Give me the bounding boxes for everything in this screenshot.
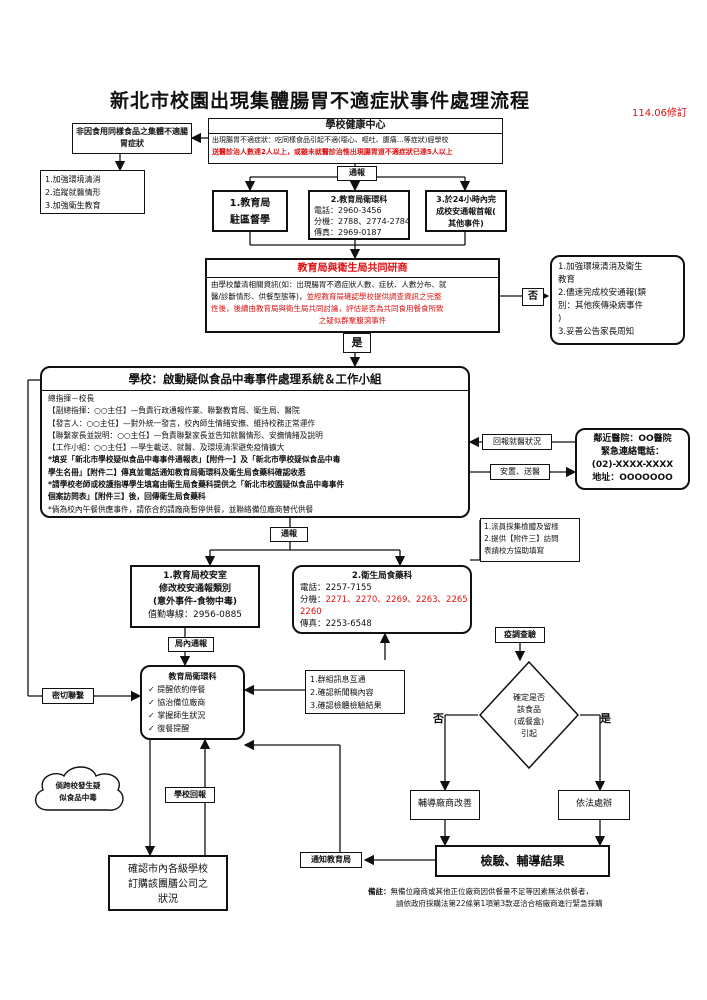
report24-box: 3.於24小時內完 成校安通報首報( 其他事件) bbox=[425, 190, 507, 232]
school-system-title: 學校：啟動疑似食品中毒事件處理系統＆工作小組 bbox=[42, 368, 468, 391]
footnote: 備註：無備位廠商或其他正位廠商因供餐量不足等因素無法供餐者， 請依政府採購法第2… bbox=[368, 887, 603, 908]
page-title: 新北市校園出現集體腸胃不適症狀事件處理流程 bbox=[110, 90, 531, 112]
decision-diamond bbox=[478, 660, 580, 770]
health-center-desc: 出現腸胃不適症狀：吃同樣食品引起不適(噁心、嘔吐、腹痛…等症狀)經學校 bbox=[212, 136, 449, 144]
notify-label-1: 通報 bbox=[337, 166, 377, 181]
no-label-2: 否 bbox=[433, 712, 444, 725]
decision-text: 確定是否 該食品 (或餐盒) 引起 bbox=[513, 693, 545, 738]
joint-discussion-box: 教育局與衛生局共同研商 由學校釐清相關資訊(如：出現腸胃不適症狀人數、症狀、人數… bbox=[205, 258, 500, 333]
cloud-shape bbox=[35, 766, 124, 811]
joint-title: 教育局與衛生局共同研商 bbox=[207, 260, 498, 278]
safety-office-box: 1.教育局校安室 修改校安通報類別 (意外事件-食物中毒) 值勤專線：2956-… bbox=[130, 565, 260, 628]
yes-label-1: 是 bbox=[343, 333, 371, 353]
notify-label-2: 通報 bbox=[270, 527, 308, 542]
food-dept-box: 2.衛生局食藥科 電話：2257-7155 分機：2271、2270、2269、… bbox=[292, 565, 472, 634]
non-school-text: 非因食用同樣食品之集體不適腸胃症狀 bbox=[76, 127, 188, 148]
right-actions-box: 1.加強環境清消及衛生 教育 2.儘速完成校安通報(類 別：其他疾傳染病事件 )… bbox=[550, 255, 685, 345]
school-system-box: 學校：啟動疑似食品中毒事件處理系統＆工作小組 總指揮－校長 【副總指揮：○○主任… bbox=[40, 366, 470, 518]
health-center-red: 送醫診治人數達2人以上，或雖未就醫診治惟出現腸胃道不適症狀已達5人以上 bbox=[212, 148, 453, 156]
no-label-1: 否 bbox=[522, 288, 544, 306]
yes-label-2: 是 bbox=[600, 712, 611, 725]
close-contact-label: 密切聯繫 bbox=[42, 688, 94, 704]
inspection-label: 疫調查驗 bbox=[495, 627, 545, 643]
result-box: 檢驗、輔導結果 bbox=[435, 845, 610, 877]
school-report-label: 學校回報 bbox=[165, 787, 215, 803]
health-center-title: 學校健康中心 bbox=[209, 119, 502, 134]
coordinate-box: 1.群組訊息互通 2.確認新聞稿內容 3.確認檢體檢驗結果 bbox=[305, 670, 405, 714]
bureau-env-box: 教育局衛環科 ✓ 提醒依約停餐 ✓ 協治備位廠商 ✓ 掌握師生狀況 ✓ 復餐提醒 bbox=[140, 665, 245, 740]
hospital-box: 鄰近醫院：OO醫院 緊急連絡電話： (02)-XXXX-XXXX 地址：OOOO… bbox=[575, 428, 690, 490]
bureau-supervise-box: 1.教育局 駐區督學 bbox=[212, 190, 288, 232]
non-school-box: 非因食用同樣食品之集體不適腸胃症狀 bbox=[72, 123, 192, 154]
collect-samples-box: 1.派員採集檢體及留樣 2.提供【附件三】訪問 表請校方協助填寫 bbox=[480, 518, 580, 562]
bureau-health-box: 2.教育局衛環科 電話：2960-3456 分機：2788、2774-2784 … bbox=[308, 190, 410, 240]
cloud-text: 倘跨校發生疑 似食品中毒 bbox=[55, 781, 101, 802]
revision-label: 114.06修訂 bbox=[632, 108, 687, 119]
confirm-box: 確認市內各級學校 訂購該團膳公司之 狀況 bbox=[108, 855, 228, 911]
internal-notify-label: 局內通報 bbox=[168, 637, 214, 652]
placement-label: 安置、送醫 bbox=[490, 464, 550, 480]
by-law-box: 依法處辦 bbox=[558, 790, 630, 820]
hospital-status-label: 回報就醫狀況 bbox=[482, 434, 552, 450]
health-center-box: 學校健康中心 出現腸胃不適症狀：吃同樣食品引起不適(噁心、嘔吐、腹痛…等症狀)經… bbox=[208, 118, 503, 164]
left-actions-box: 1.加強環境清消 2.追蹤就醫情形 3.加強衛生教育 bbox=[40, 170, 145, 214]
notify-bureau-label: 通知教育局 bbox=[300, 852, 362, 868]
guide-vendor-box: 輔導廠商改善 bbox=[410, 790, 480, 820]
